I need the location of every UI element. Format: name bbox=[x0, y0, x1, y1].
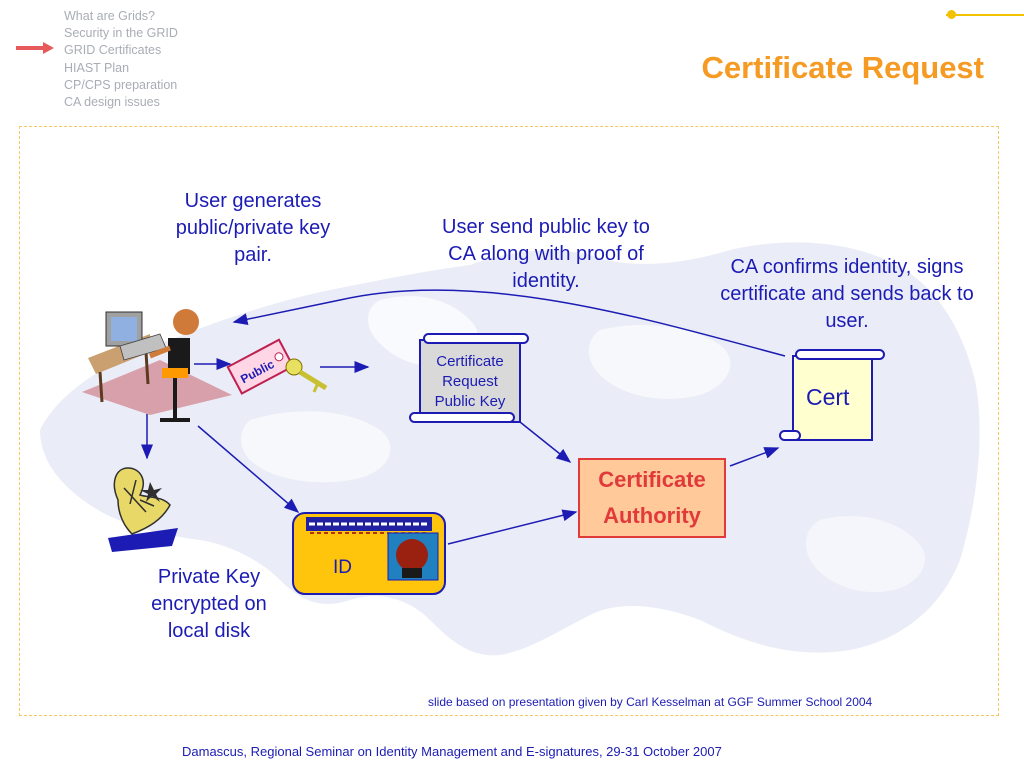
id-card-label: ID bbox=[333, 557, 352, 578]
cert-scroll-icon bbox=[779, 349, 885, 441]
ca-box-line2: Authority bbox=[603, 503, 701, 528]
ca-box-line1: Certificate bbox=[598, 467, 706, 492]
nav-item-certificates[interactable]: GRID Certificates bbox=[64, 43, 162, 58]
request-scroll-text: Certificate Request Public Key bbox=[420, 352, 520, 412]
certificate-authority-box: Certificate Authority bbox=[578, 458, 726, 538]
flow-arrows bbox=[141, 289, 786, 545]
certificate-request-scroll-icon bbox=[409, 333, 529, 423]
credit-note: slide based on presentation given by Car… bbox=[428, 695, 873, 709]
section-nav: What are Grids? Security in the GRID GRI… bbox=[64, 8, 178, 111]
slide-footer: Damascus, Regional Seminar on Identity M… bbox=[182, 744, 722, 759]
user-computer-icon bbox=[82, 309, 232, 422]
public-key-tag-icon: Public bbox=[226, 338, 328, 395]
caption-private-key: Private Key encrypted on local disk bbox=[151, 566, 267, 642]
caption-user-generates: User generates public/private key pair. bbox=[175, 190, 331, 266]
nav-item-grids[interactable]: What are Grids? bbox=[64, 9, 156, 23]
nav-item-ca-design[interactable]: CA design issues bbox=[64, 95, 160, 110]
private-key-icon bbox=[108, 467, 178, 552]
decor-dot bbox=[947, 10, 956, 19]
nav-item-cps[interactable]: CP/CPS preparation bbox=[64, 77, 178, 92]
content-frame bbox=[19, 126, 999, 716]
request-scroll-line3: Public Key bbox=[434, 393, 506, 410]
cert-label: Cert bbox=[806, 384, 850, 410]
decor-line bbox=[946, 14, 1024, 16]
caption-ca-confirms: CA confirms identity, signs certificate … bbox=[720, 256, 974, 332]
request-scroll-line1: Certificate bbox=[436, 353, 504, 370]
id-card-icon bbox=[292, 512, 446, 595]
current-section-arrow-icon bbox=[16, 42, 54, 54]
nav-item-hiast[interactable]: HIAST Plan bbox=[64, 60, 130, 75]
request-scroll-line2: Request bbox=[442, 373, 498, 390]
page-title: Certificate Request bbox=[701, 50, 984, 85]
nav-item-security[interactable]: Security in the GRID bbox=[64, 26, 178, 41]
caption-user-send: User send public key to CA along with pr… bbox=[442, 216, 650, 292]
